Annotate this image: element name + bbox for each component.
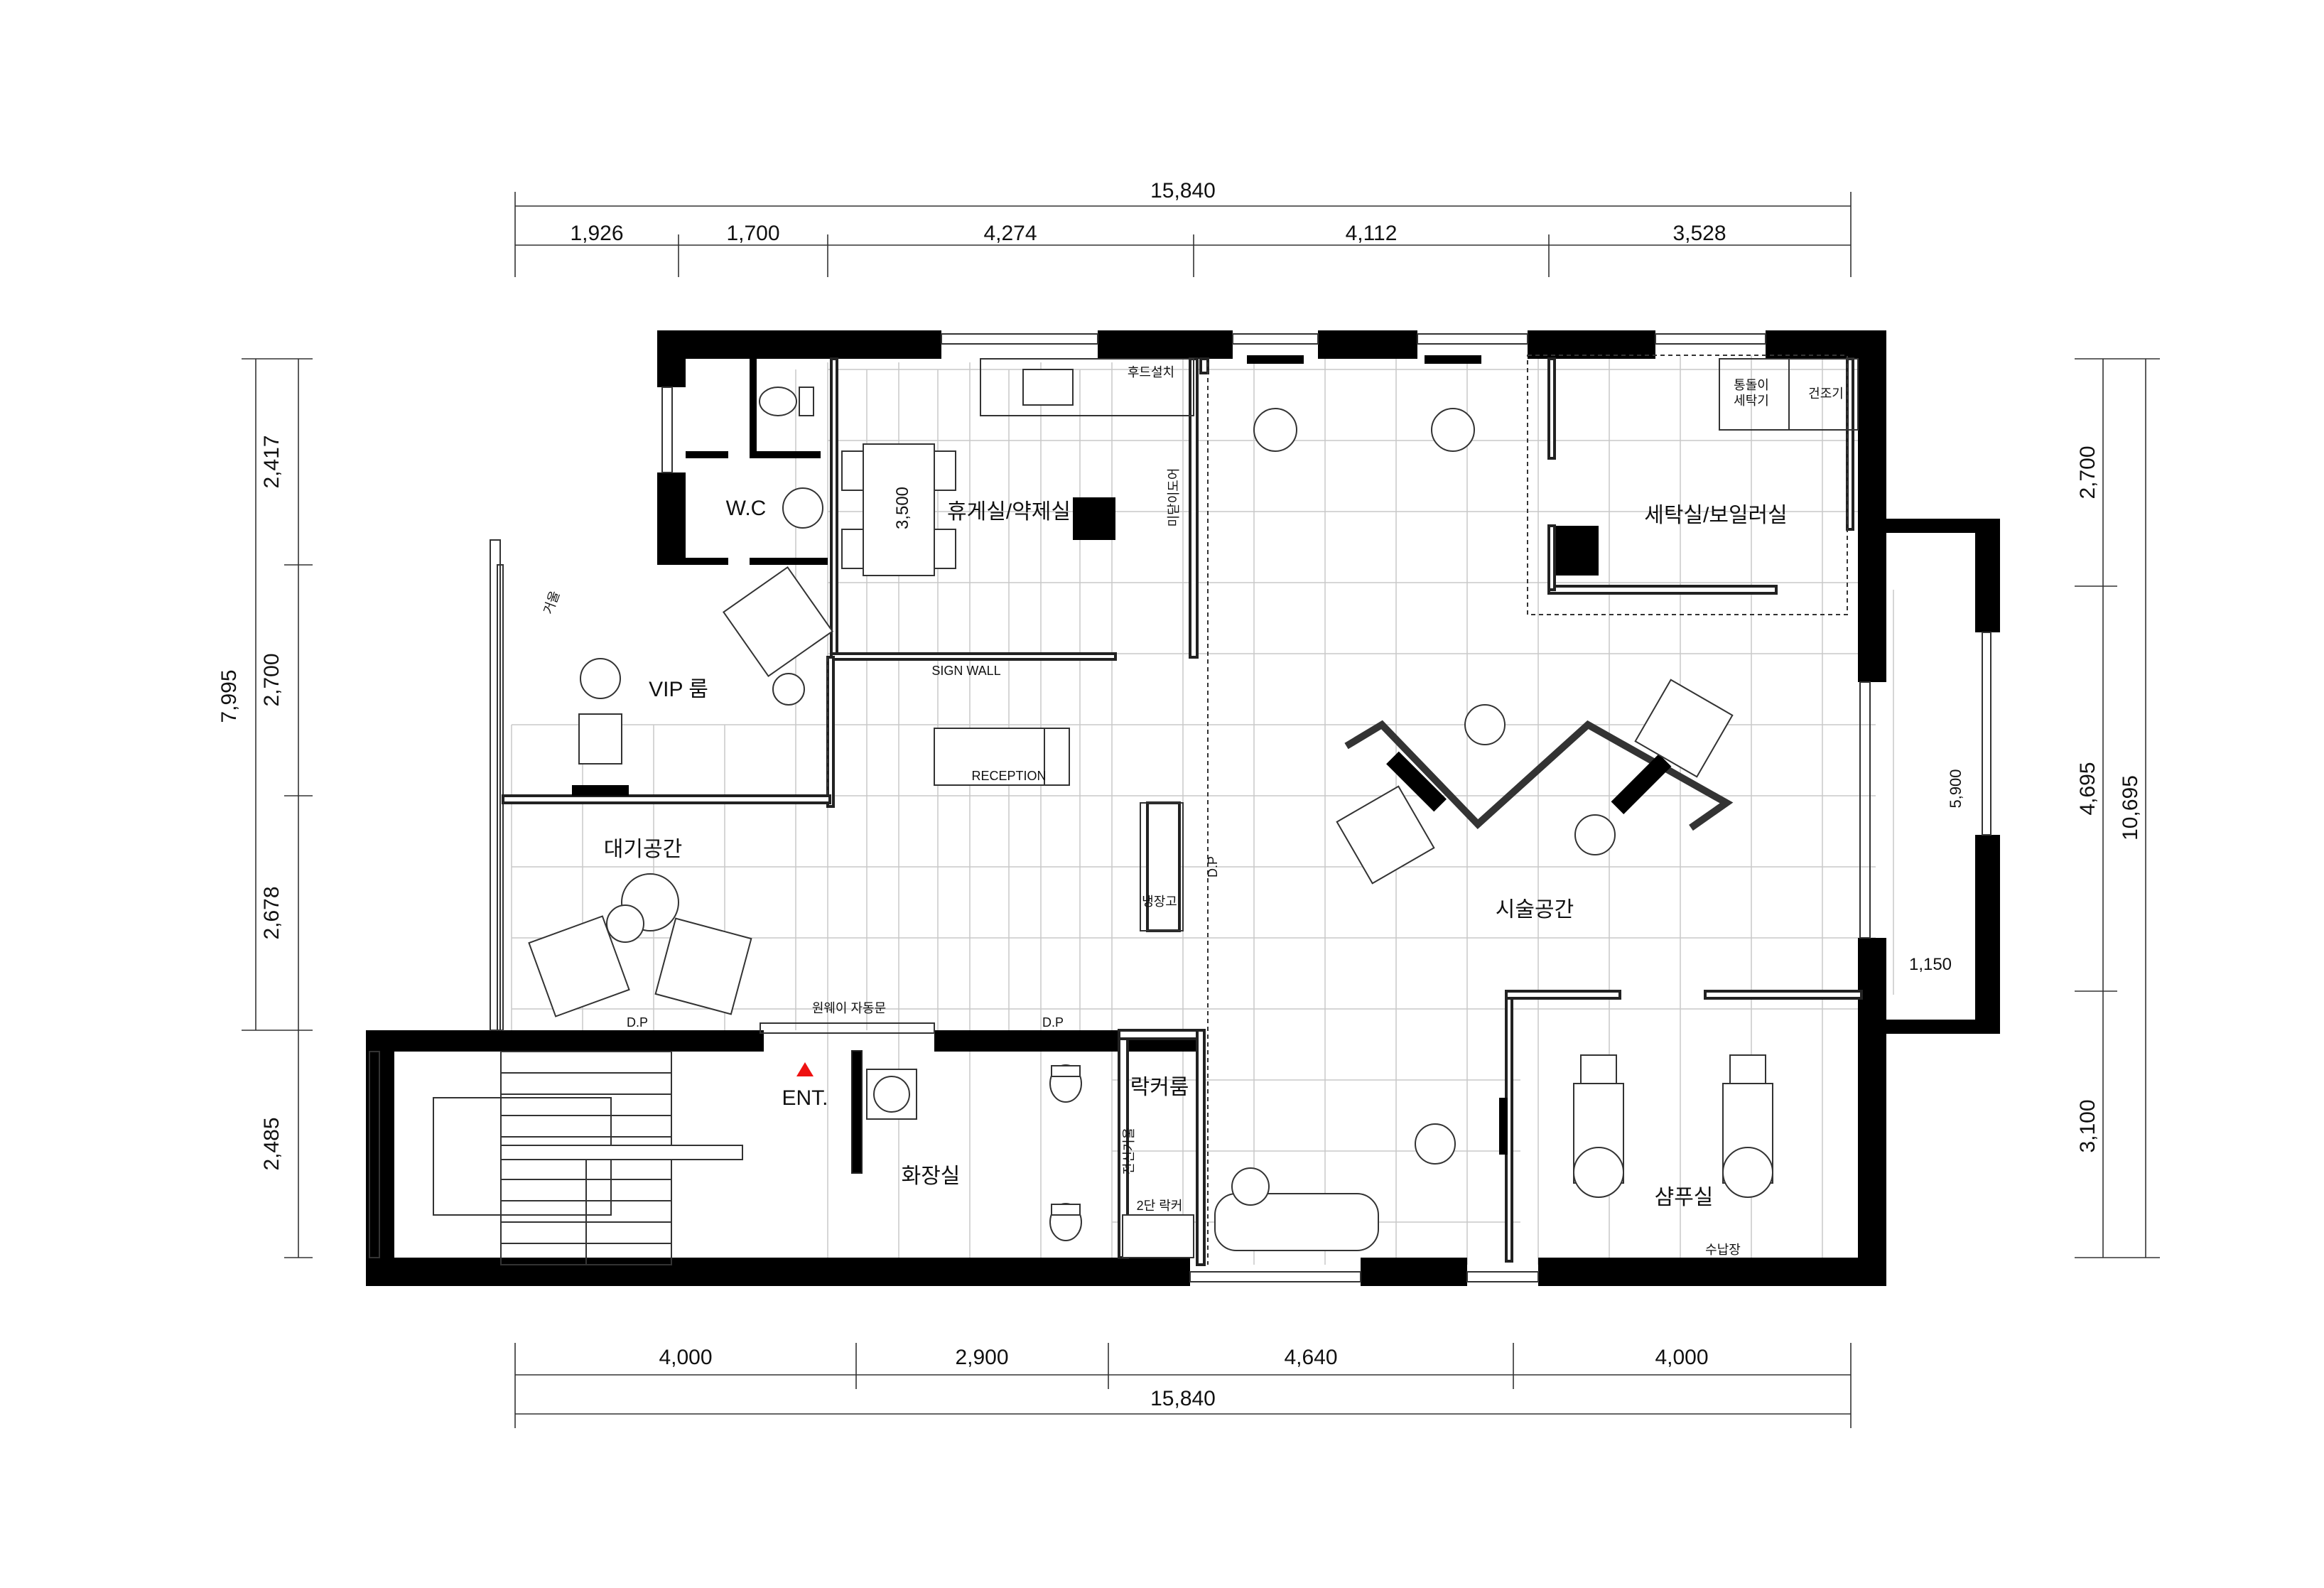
label-locker-2tier: 2단 락커 <box>1137 1199 1183 1213</box>
label-dp-2: D.P <box>627 1015 648 1030</box>
room-treatment: 시술공간 <box>1496 898 1574 922</box>
dim-left-total: 7,995 <box>217 669 241 723</box>
toilet <box>759 387 797 416</box>
dim-right-3: 3,100 <box>2076 1099 2099 1152</box>
dim-bottom-total: 15,840 <box>1150 1387 1216 1410</box>
dim-top-4: 4,112 <box>1346 222 1398 245</box>
dim-inner-lounge: 3,500 <box>893 487 912 529</box>
sofa <box>1214 1193 1379 1251</box>
room-lounge: 휴게실/약제실 <box>947 500 1071 524</box>
label-hood: 후드설치 <box>1128 365 1174 379</box>
label-sign-wall: SIGN WALL <box>931 664 1000 678</box>
dim-left-3: 2,678 <box>260 886 283 939</box>
room-laundry: 세탁실/보일러실 <box>1644 504 1788 527</box>
room-locker: 락커룸 <box>1130 1076 1189 1099</box>
interior-walls <box>502 357 1863 1266</box>
dimension-lines <box>242 192 2160 1428</box>
label-entrance: ENT. <box>782 1086 828 1110</box>
dim-top-5: 3,528 <box>1672 222 1726 245</box>
dim-right-1: 2,700 <box>2076 445 2099 499</box>
dim-right-total: 10,695 <box>2119 775 2142 841</box>
dimension-labels: 15,840 1,926 1,700 4,274 4,112 3,528 4,0… <box>217 179 2142 1410</box>
dim-right-2: 4,695 <box>2076 762 2099 815</box>
label-full-mirror: 전신거울 <box>1122 1128 1136 1174</box>
room-waiting: 대기공간 <box>604 838 682 861</box>
dim-top-total: 15,840 <box>1150 179 1216 202</box>
label-sliding-door: 미닫이도어 <box>1167 468 1181 527</box>
label-dryer: 건조기 <box>1808 387 1844 401</box>
room-labels: W.C 휴게실/약제실 세탁실/보일러실 VIP 룸 대기공간 시술공간 화장실… <box>604 497 1788 1209</box>
room-wc: W.C <box>726 497 767 520</box>
dim-left-4: 2,485 <box>260 1117 283 1170</box>
dim-inner-bay: 1,150 <box>1909 955 1952 974</box>
label-dp-1: D.P <box>1206 856 1220 877</box>
label-fridge: 냉장고 <box>1142 895 1177 909</box>
windows <box>369 333 1991 1282</box>
label-drum-washer-2: 세탁기 <box>1734 394 1769 408</box>
zigzag-styling-station <box>1344 720 1734 831</box>
label-drum-washer-1: 통돌이 <box>1734 378 1769 392</box>
room-vip: VIP 룸 <box>649 678 708 701</box>
label-auto-door: 원웨이 자동문 <box>812 1001 886 1015</box>
label-storage: 수납장 <box>1705 1243 1741 1257</box>
label-dp-3: D.P <box>1042 1015 1064 1030</box>
kitchen-sink <box>1022 369 1074 406</box>
dim-left-2: 2,700 <box>260 653 283 706</box>
label-reception: RECEPTION <box>971 769 1046 783</box>
dim-bottom-3: 4,640 <box>1284 1346 1337 1369</box>
furniture <box>433 355 1859 1265</box>
annotation-labels: 후드설치 통돌이 세탁기 건조기 거울 SIGN WALL RECEPTION … <box>541 365 1844 1257</box>
dim-top-1: 1,926 <box>570 222 623 245</box>
dim-bottom-1: 4,000 <box>659 1346 712 1369</box>
dim-top-2: 1,700 <box>726 222 779 245</box>
dim-bottom-4: 4,000 <box>1655 1346 1708 1369</box>
dim-top-3: 4,274 <box>983 222 1037 245</box>
shampoo-chair <box>1580 1054 1617 1084</box>
entrance-arrow-icon <box>796 1062 814 1076</box>
sink <box>782 487 823 529</box>
exterior-walls <box>366 330 2000 1286</box>
label-mirror: 거울 <box>541 589 562 616</box>
dim-left-1: 2,417 <box>260 435 283 488</box>
room-shampoo: 샴푸실 <box>1655 1186 1714 1209</box>
armchair <box>723 566 833 677</box>
dim-bottom-2: 2,900 <box>955 1346 1008 1369</box>
room-powder: 화장실 <box>902 1165 961 1188</box>
dim-inner-window: 5,900 <box>1947 769 1964 808</box>
